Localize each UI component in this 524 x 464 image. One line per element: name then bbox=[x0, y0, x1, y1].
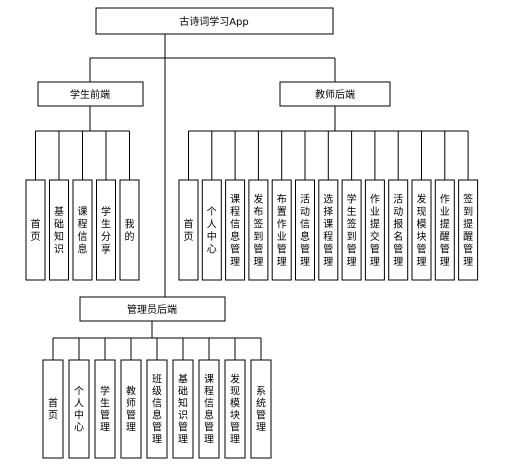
connector-lines bbox=[35, 34, 469, 360]
teacher-leaf-label: 签到提醒管理 bbox=[463, 193, 473, 269]
admin-group-node: 管理员后端 bbox=[79, 296, 226, 322]
teacher-leaf-label: 选择课程管理 bbox=[323, 193, 333, 269]
admin-group-label: 管理员后端 bbox=[127, 303, 177, 316]
teacher-leaf-node: 课程信息管理 bbox=[225, 179, 246, 281]
teacher-leaf-node: 发现模块管理 bbox=[411, 179, 432, 281]
admin-leaf-label: 课程信息管理 bbox=[204, 374, 214, 446]
teacher-leaf-node: 活动报名管理 bbox=[388, 179, 409, 281]
student-group-label: 学生前端 bbox=[70, 88, 110, 101]
admin-leaf-node: 发现模块管理 bbox=[224, 359, 246, 459]
teacher-leaf-node: 签到提醒管理 bbox=[458, 179, 479, 281]
admin-leaf-label: 班级信息管理 bbox=[152, 374, 162, 446]
teacher-leaf-label: 发现模块管理 bbox=[417, 193, 427, 269]
teacher-leaf-node: 作业提醒管理 bbox=[434, 179, 455, 281]
admin-leaf-label: 个人中心 bbox=[74, 386, 84, 434]
admin-leaf-node: 系统管理 bbox=[250, 359, 272, 459]
admin-leaf-node: 首页 bbox=[42, 359, 64, 459]
teacher-leaf-node: 发布签到管理 bbox=[248, 179, 269, 281]
teacher-leaf-label: 首页 bbox=[184, 218, 194, 244]
teacher-leaf-label: 学生签到管理 bbox=[347, 193, 357, 269]
teacher-group-label: 教师后端 bbox=[315, 88, 355, 101]
teacher-leaf-nodes: 首页 个人中心 课程信息管理 发布签到管理 布置作业管理 活动信息管理 选择课程管理 学生签到… bbox=[178, 179, 479, 281]
teacher-leaf-node: 作业提交管理 bbox=[364, 179, 385, 281]
student-leaf-label: 学生分享 bbox=[101, 205, 111, 256]
teacher-leaf-label: 活动报名管理 bbox=[393, 194, 403, 269]
student-leaf-node: 学生分享 bbox=[96, 179, 116, 281]
student-leaf-label: 首页 bbox=[31, 218, 41, 244]
teacher-leaf-node: 首页 bbox=[178, 179, 199, 281]
student-leaf-label: 基础知识 bbox=[54, 205, 64, 256]
teacher-leaf-label: 课程信息管理 bbox=[230, 194, 240, 269]
teacher-group-node: 教师后端 bbox=[279, 81, 391, 107]
teacher-leaf-node: 布置作业管理 bbox=[271, 179, 292, 281]
admin-leaf-node: 个人中心 bbox=[68, 359, 90, 459]
teacher-leaf-label: 作业提醒管理 bbox=[440, 194, 450, 269]
teacher-leaf-label: 发布签到管理 bbox=[253, 193, 263, 269]
teacher-leaf-label: 个人中心 bbox=[207, 206, 217, 256]
teacher-leaf-label: 布置作业管理 bbox=[277, 194, 287, 269]
student-leaf-label: 课程信息 bbox=[78, 206, 88, 256]
student-leaf-node: 首页 bbox=[25, 179, 46, 281]
root-label: 古诗词学习App bbox=[179, 15, 249, 28]
teacher-leaf-label: 活动信息管理 bbox=[300, 194, 310, 269]
admin-leaf-label: 发现模块管理 bbox=[230, 373, 240, 446]
student-group-node: 学生前端 bbox=[37, 81, 144, 107]
student-leaf-nodes: 首页 基础知识 课程信息 学生分享 我的 bbox=[25, 179, 140, 281]
teacher-leaf-node: 活动信息管理 bbox=[295, 179, 315, 281]
admin-leaf-label: 基础知识管理 bbox=[178, 373, 188, 446]
student-leaf-node: 我的 bbox=[119, 179, 140, 281]
teacher-leaf-label: 作业提交管理 bbox=[370, 194, 380, 269]
admin-leaf-node: 学生管理 bbox=[94, 359, 116, 459]
root-node: 古诗词学习App bbox=[95, 7, 334, 35]
admin-leaf-nodes: 首页 个人中心 学生管理 教师管理 班级信息管理 基础知识管理 课程信息管理 发现模块管理 系统… bbox=[42, 359, 272, 459]
admin-leaf-node: 课程信息管理 bbox=[198, 359, 220, 459]
admin-leaf-label: 学生管理 bbox=[100, 385, 110, 434]
student-leaf-label: 我的 bbox=[125, 219, 135, 244]
student-leaf-node: 基础知识 bbox=[49, 179, 69, 281]
admin-leaf-label: 系统管理 bbox=[256, 386, 266, 434]
admin-leaf-node: 教师管理 bbox=[120, 359, 142, 459]
admin-leaf-label: 首页 bbox=[48, 397, 58, 422]
admin-leaf-label: 教师管理 bbox=[126, 385, 136, 434]
teacher-leaf-node: 选择课程管理 bbox=[318, 179, 339, 281]
admin-leaf-node: 班级信息管理 bbox=[146, 359, 168, 459]
teacher-leaf-node: 学生签到管理 bbox=[341, 179, 362, 281]
teacher-leaf-node: 个人中心 bbox=[201, 179, 222, 281]
admin-leaf-node: 基础知识管理 bbox=[172, 359, 194, 459]
student-leaf-node: 课程信息 bbox=[72, 179, 93, 281]
